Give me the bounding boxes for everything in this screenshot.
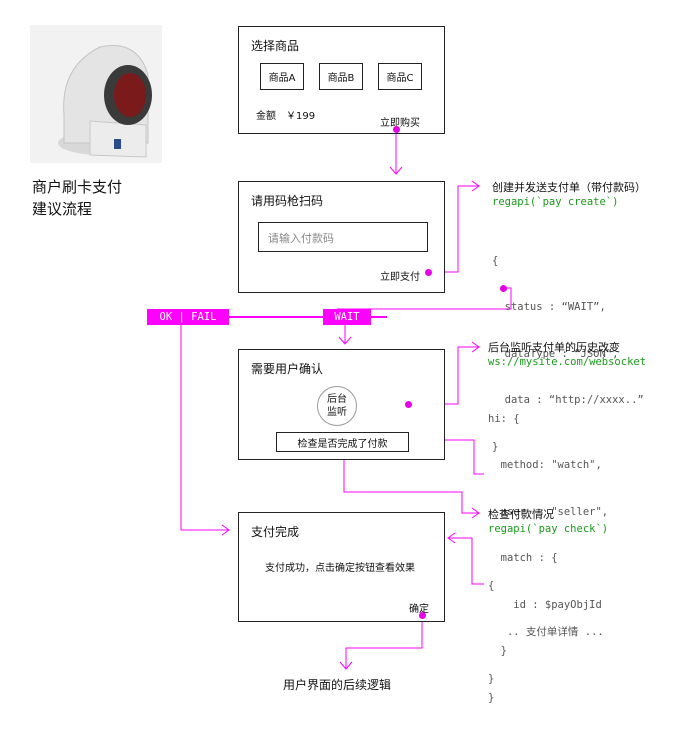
caption-line2: 建议流程 <box>32 198 122 220</box>
monitor-line2: 监听 <box>327 406 347 419</box>
code-line: { <box>488 579 608 595</box>
note-title: 后台监听支付单的历史改变 <box>488 339 646 355</box>
panel-title: 选择商品 <box>251 37 299 54</box>
code-line: .. 支付单详情 ... <box>488 625 608 641</box>
confirm-connector-dot <box>419 612 426 619</box>
product-a-button[interactable]: 商品A <box>260 63 304 90</box>
panel-title: 支付完成 <box>251 523 299 540</box>
panel-title: 请用码枪扫码 <box>251 192 323 209</box>
scan-code-panel: 请用码枪扫码 请输入付款码 立即支付 <box>238 181 445 293</box>
wait-tag: WAIT <box>323 309 371 325</box>
monitor-connector-dot <box>405 401 412 408</box>
buy-now-button[interactable]: 立即购买 <box>380 114 420 129</box>
note-title: 检查付款情况 <box>488 506 608 522</box>
success-message: 支付成功，点击确定按钮查看效果 <box>265 559 415 574</box>
barcode-scanner-image <box>30 25 162 163</box>
note-api: regapi(`pay create`) <box>492 195 646 211</box>
code-line: status : “WAIT”, <box>492 300 646 316</box>
code-line: { <box>492 254 646 270</box>
caption-line1: 商户刷卡支付 <box>32 176 122 198</box>
amount-label: 金额 ￥199 <box>256 107 315 122</box>
pay-now-button[interactable]: 立即支付 <box>380 268 420 283</box>
note-code: { .. 支付单详情 ... } <box>488 548 608 719</box>
diagram-caption: 商户刷卡支付 建议流程 <box>32 176 122 220</box>
note-api: regapi(`pay check`) <box>488 522 608 538</box>
note-api: ws://mysite.com/websocket <box>488 355 646 371</box>
code-line: hi: { <box>488 412 646 428</box>
note-title: 创建并发送支付单（带付款码） <box>492 179 646 195</box>
payment-code-input[interactable]: 请输入付款码 <box>258 222 428 252</box>
user-confirm-panel: 需要用户确认 后台 监听 检查是否完成了付款 <box>238 349 445 460</box>
check-payment-button[interactable]: 检查是否完成了付款 <box>276 432 409 452</box>
product-b-button[interactable]: 商品B <box>319 63 363 90</box>
monitor-line1: 后台 <box>327 393 347 406</box>
note1-connector-dot <box>500 285 507 292</box>
footer-label: 用户界面的后续逻辑 <box>283 676 391 693</box>
select-product-panel: 选择商品 商品A 商品B 商品C 金额 ￥199 立即购买 <box>238 26 445 134</box>
payment-complete-panel: 支付完成 支付成功，点击确定按钮查看效果 确定 <box>238 512 445 622</box>
code-line: } <box>488 672 608 688</box>
payment-code-placeholder: 请输入付款码 <box>268 230 334 246</box>
panel-title: 需要用户确认 <box>251 360 323 377</box>
buy-connector-dot <box>393 126 400 133</box>
code-line: method: "watch", <box>488 458 646 474</box>
pay-connector-dot <box>425 269 432 276</box>
note-check-payment: 检查付款情况 regapi(`pay check`) { .. 支付单详情 ..… <box>488 506 608 718</box>
scanner-illustration <box>30 25 162 163</box>
ok-fail-tag: OK | FAIL <box>147 309 229 325</box>
backend-monitor-badge: 后台 监听 <box>317 386 357 426</box>
product-c-button[interactable]: 商品C <box>378 63 422 90</box>
